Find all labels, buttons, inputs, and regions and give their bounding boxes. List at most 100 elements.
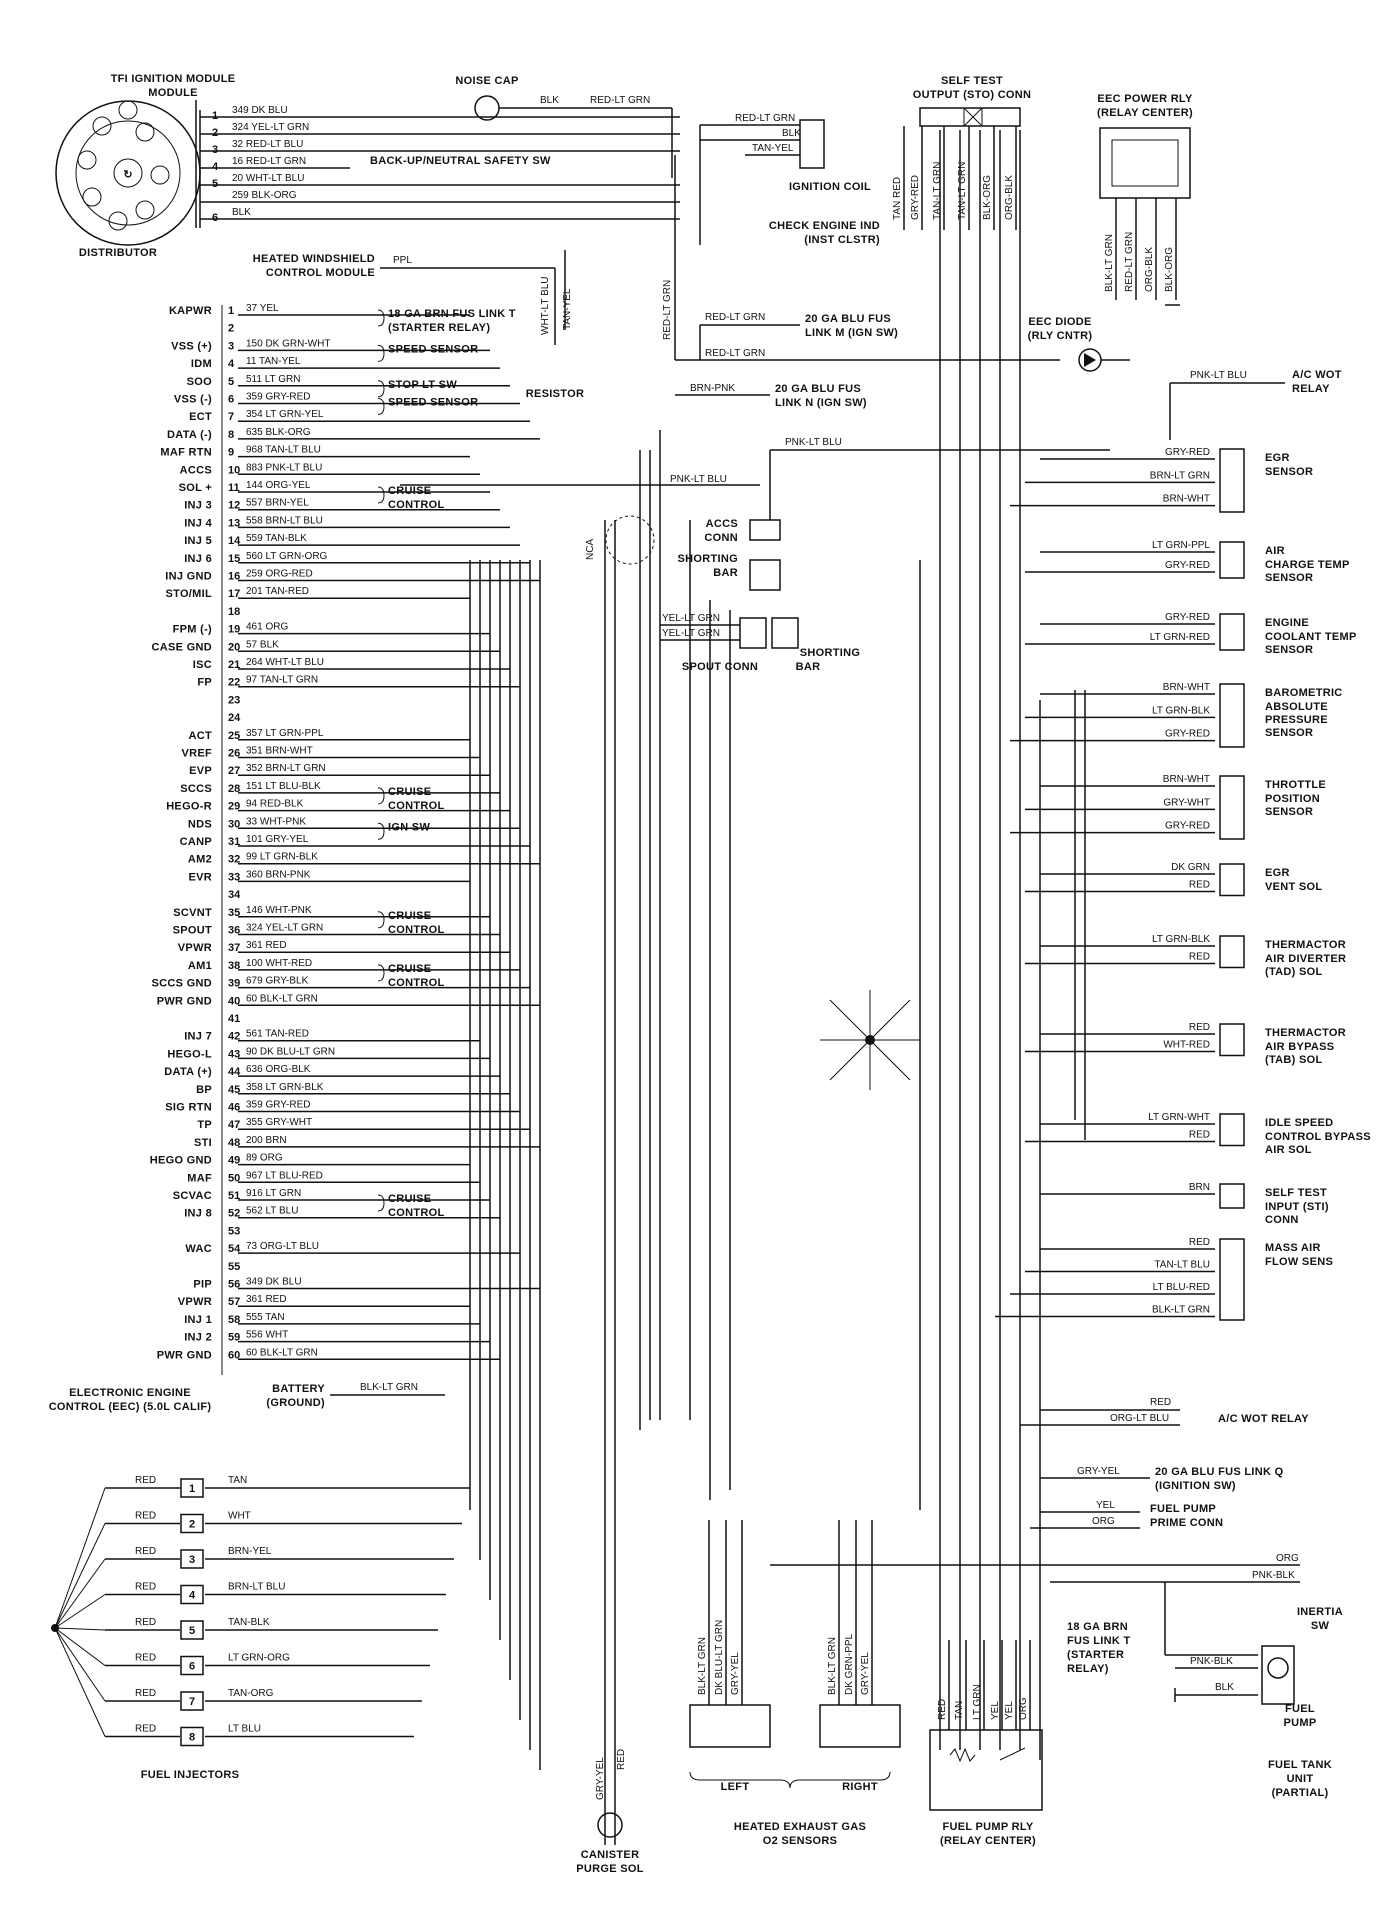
eec-pin-wire: 324 YEL-LT GRN bbox=[246, 923, 323, 934]
eec-pin-name: FP bbox=[197, 677, 212, 689]
eec-pin-number: 51 bbox=[228, 1190, 240, 1202]
eec-pin-wire: 94 RED-BLK bbox=[246, 799, 304, 810]
eec-pin-wire: 360 BRN-PNK bbox=[246, 869, 311, 880]
relay-wire: TAN bbox=[954, 1701, 965, 1720]
fuel-relay-sub: (RELAY CENTER) bbox=[940, 1835, 1036, 1847]
distributor-wire-label: 20 WHT-LT BLU bbox=[232, 173, 304, 184]
sensor-sub: (TAB) SOL bbox=[1265, 1054, 1323, 1066]
eec-pin-name: PWR GND bbox=[157, 995, 212, 1007]
injector-wire-b: TAN-BLK bbox=[228, 1617, 270, 1628]
sensor-sub: FLOW SENS bbox=[1265, 1256, 1333, 1268]
eec-pin-number: 48 bbox=[228, 1137, 240, 1149]
nca: NCA bbox=[585, 539, 596, 560]
eec-pin-number: 25 bbox=[228, 730, 240, 742]
canister-wire-1: GRY-YEL bbox=[595, 1757, 606, 1800]
fuel-pump-sub: PUMP bbox=[1284, 1717, 1317, 1729]
sto-wire: TAN-LT GRN bbox=[932, 162, 943, 220]
sensor-sub: ABSOLUTE bbox=[1265, 701, 1328, 713]
eec-pin-wire: 359 GRY-RED bbox=[246, 392, 310, 403]
fus-n: 20 GA BLU FUS bbox=[775, 383, 861, 395]
hego-right-wire: DK GRN-PPL bbox=[844, 1633, 855, 1695]
eec-pin-wire: 967 LT BLU-RED bbox=[246, 1170, 323, 1181]
eec-pin-name: EVP bbox=[189, 765, 212, 777]
injector-number: 6 bbox=[189, 1661, 195, 1673]
eec-pin-wire: 100 WHT-RED bbox=[246, 958, 312, 969]
injector-number: 3 bbox=[189, 1554, 195, 1566]
eec-group-sub: (STARTER RELAY) bbox=[388, 322, 490, 334]
fus-t-sub2: (STARTER bbox=[1067, 1649, 1124, 1661]
eec-pin-name: DATA (-) bbox=[167, 429, 212, 441]
eec-group-label: CRUISE bbox=[388, 485, 431, 497]
eec-pin-wire: 558 BRN-LT BLU bbox=[246, 515, 323, 526]
sensor-sub: CONN bbox=[1265, 1214, 1299, 1226]
sensor-sub: SENSOR bbox=[1265, 806, 1313, 818]
injector-wire-a: RED bbox=[135, 1511, 156, 1522]
injector-number: 7 bbox=[189, 1696, 195, 1708]
distributor-wire-label: 324 YEL-LT GRN bbox=[232, 122, 309, 133]
injector-wire-a: RED bbox=[135, 1582, 156, 1593]
eec-pin-number: 54 bbox=[228, 1243, 241, 1255]
distributor-wire-label: BLK bbox=[232, 207, 251, 218]
eec-pin-name: INJ 4 bbox=[184, 517, 212, 529]
heated-ws-wire: PPL bbox=[393, 255, 412, 266]
eec-pin-number: 24 bbox=[228, 712, 241, 724]
spout-wire-1: YEL-LT GRN bbox=[662, 613, 720, 624]
injector-wire-a: RED bbox=[135, 1724, 156, 1735]
sensor-name: SELF TEST bbox=[1265, 1187, 1327, 1199]
eec-pin-name: SCCS bbox=[180, 783, 212, 795]
fuel-relay: FUEL PUMP RLY bbox=[942, 1821, 1033, 1833]
injector-wire-b: BRN-YEL bbox=[228, 1546, 272, 1557]
eec-pin-name: DATA (+) bbox=[164, 1066, 212, 1078]
injectors-caption: FUEL INJECTORS bbox=[141, 1769, 240, 1781]
injector-number: 5 bbox=[189, 1625, 195, 1637]
distributor-pin: 2 bbox=[212, 127, 218, 139]
injector-wire-a: RED bbox=[135, 1617, 156, 1628]
sensor-sub: SENSOR bbox=[1265, 466, 1313, 478]
battery-wire: BLK-LT GRN bbox=[360, 1382, 418, 1393]
hego-caption-sub: O2 SENSORS bbox=[763, 1835, 838, 1847]
prime-wire-1: YEL bbox=[1096, 1500, 1115, 1511]
eec-power-wire: ORG-BLK bbox=[1144, 247, 1155, 292]
relay-wire: ORG bbox=[1018, 1697, 1029, 1720]
eec-pin-wire: 351 BRN-WHT bbox=[246, 746, 313, 757]
eec-pin-wire: 883 PNK-LT BLU bbox=[246, 462, 322, 473]
fus-q-sub: (IGNITION SW) bbox=[1155, 1480, 1236, 1492]
distributor-pin: 3 bbox=[212, 144, 218, 156]
eec-pin-number: 45 bbox=[228, 1084, 240, 1096]
sensor-name: THROTTLE bbox=[1265, 779, 1326, 791]
eec-pin-name: SPOUT bbox=[173, 925, 212, 937]
eec-pin-wire: 461 ORG bbox=[246, 622, 288, 633]
sto-connector bbox=[919, 107, 1021, 127]
sensor-name: THERMACTOR bbox=[1265, 1027, 1346, 1039]
fus-m-sub: LINK M (IGN SW) bbox=[805, 327, 898, 339]
hego-left-label: LEFT bbox=[721, 1781, 750, 1793]
sensor-sub: PRESSURE bbox=[1265, 714, 1328, 726]
eec-group-sub: CONTROL bbox=[388, 1207, 444, 1219]
eec-pin-number: 28 bbox=[228, 783, 240, 795]
tfi-title: TFI IGNITION MODULE bbox=[111, 73, 236, 85]
eec-pin-wire: 201 TAN-RED bbox=[246, 586, 309, 597]
distributor-inner bbox=[75, 120, 181, 226]
eec-pin-wire: 355 GRY-WHT bbox=[246, 1117, 312, 1128]
sto-wire: TAN RED bbox=[892, 177, 903, 220]
brn-pnk: BRN-PNK bbox=[690, 383, 735, 394]
ac-wire-2: ORG-LT BLU bbox=[1110, 1413, 1169, 1424]
eec-pin-number: 26 bbox=[228, 748, 240, 760]
pnk-lt-blu-accs: PNK-LT BLU bbox=[670, 474, 727, 485]
eec-pin-number: 14 bbox=[228, 535, 241, 547]
injector-wire-b: LT BLU bbox=[228, 1724, 261, 1735]
eec-pin-number: 30 bbox=[228, 818, 240, 830]
eec-group-label: CRUISE bbox=[388, 1193, 431, 1205]
sensor-sub: VENT SOL bbox=[1265, 881, 1322, 893]
sensor-wire: GRY-RED bbox=[1165, 560, 1210, 571]
eec-pin-wire: 144 ORG-YEL bbox=[246, 480, 311, 491]
inertia-wire-1: ORG bbox=[1276, 1553, 1299, 1564]
eec-pin-wire: 354 LT GRN-YEL bbox=[246, 409, 324, 420]
eec-pin-wire: 11 TAN-YEL bbox=[246, 356, 301, 367]
eec-pin-wire: 916 LT GRN bbox=[246, 1188, 301, 1199]
sensor-wire: GRY-RED bbox=[1165, 821, 1210, 832]
